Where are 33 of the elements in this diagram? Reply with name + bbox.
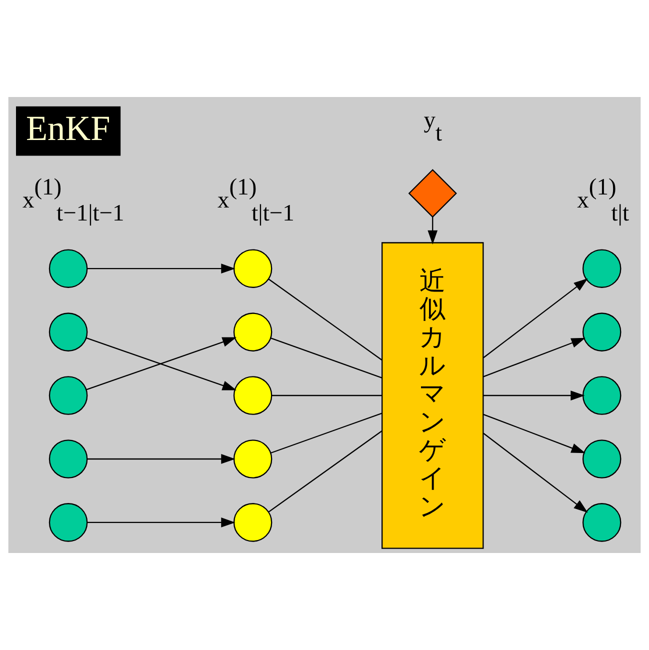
arrow (87, 518, 236, 528)
connector (270, 337, 382, 378)
node-circle (48, 503, 88, 542)
node-diamond (408, 169, 457, 218)
arrow (87, 264, 236, 274)
node-circle (582, 503, 622, 542)
arrow (483, 278, 588, 358)
node-circle (233, 440, 272, 478)
node-circle (233, 312, 272, 352)
node-circle (233, 376, 272, 415)
arrow (483, 414, 586, 454)
node-circle (48, 312, 88, 352)
node-circle (48, 376, 88, 415)
node-circle (582, 312, 622, 352)
node-box: EnKF (16, 106, 121, 156)
arrow (87, 454, 236, 464)
connector (270, 412, 382, 454)
node-circle (233, 503, 272, 542)
node-box: 近似カルマンゲイン (382, 242, 484, 549)
arrow (483, 390, 585, 400)
arrow (428, 216, 438, 244)
arrow (86, 337, 237, 390)
node-circle (582, 440, 622, 478)
connector (268, 278, 382, 361)
node-circle (233, 249, 272, 288)
node-circle (48, 249, 88, 288)
connector (272, 394, 382, 396)
node-circle (48, 440, 88, 478)
connector (268, 430, 382, 513)
arrow (483, 432, 588, 513)
node-circle (582, 249, 622, 288)
node-circle (582, 376, 622, 415)
arrow (483, 338, 586, 378)
